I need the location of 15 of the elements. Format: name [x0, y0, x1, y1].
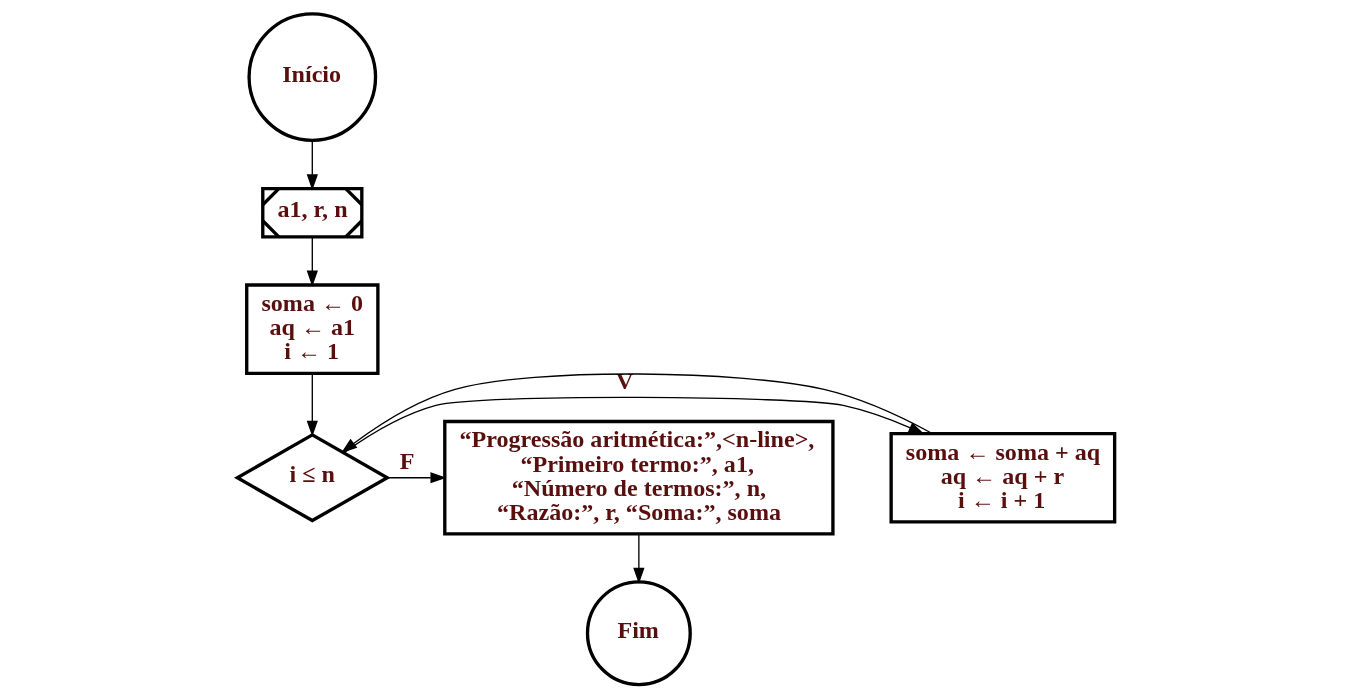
node-box: soma ← soma + aq aq ← aq + r i ← i + 1 [889, 431, 1117, 524]
arrow [306, 236, 318, 287]
arrow [386, 472, 447, 484]
node-circle: Início [247, 12, 378, 142]
edge-label: F [399, 447, 415, 474]
node-box: soma ← 0 aq ← a1 i ← 1 [245, 283, 380, 375]
arrow [306, 372, 318, 437]
arrow [306, 139, 318, 191]
edge-label: V [616, 367, 634, 394]
arrow [343, 396, 925, 454]
arrow [633, 533, 645, 584]
arrow [341, 373, 933, 454]
node-circle: Fim [585, 580, 692, 687]
node-diamond: i ≤ n [233, 433, 391, 523]
node-box: “Progressão aritmética:”,<n-line>, “Primeiro termo:”, a1, “Número de termos:”, n, “Razão:”, r, “Soma:”, soma [443, 419, 835, 536]
